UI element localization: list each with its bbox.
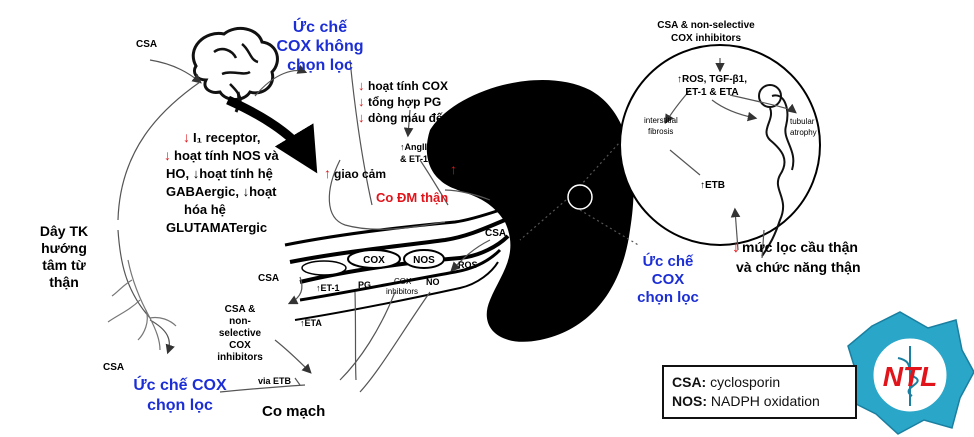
cox-inh-small-2: inhibitors xyxy=(386,287,418,296)
cox-sel-bottom-1: Ức chế COX xyxy=(133,375,227,394)
svg-text:↓: ↓ xyxy=(732,239,740,256)
nos-ellipse xyxy=(403,249,445,269)
svg-text:↑: ↑ xyxy=(450,161,457,177)
cox-nonsel-line3: chọn lọc xyxy=(287,57,353,74)
svg-text:↓: ↓ xyxy=(164,147,171,163)
csa-nonsel-5: inhibitors xyxy=(217,352,263,363)
csa-mid-label: CSA xyxy=(485,228,506,239)
neuro-effects: ↓ I₁ receptor, ↓ hoạt tính NOS và HO, ↓h… xyxy=(164,129,280,235)
cox-ellipse xyxy=(347,249,401,269)
neuro-line-2: hoạt tính NOS và xyxy=(174,148,280,163)
legend-row: CSA: cyclosporin xyxy=(672,373,847,392)
ros-tgf-2: ET-1 & ETA xyxy=(685,87,738,98)
up-eta-label: ↑ETA xyxy=(300,318,322,328)
csa-nonsel-2: non- xyxy=(229,316,251,327)
vagus-line-3: tâm từ xyxy=(42,257,86,273)
tubular-2: atrophy xyxy=(790,128,817,137)
csa-nonsel-4: COX xyxy=(229,340,251,351)
nephron-icon xyxy=(758,84,795,257)
logo-text: NTL xyxy=(883,361,937,392)
csa-nonsel-3: selective xyxy=(219,328,262,339)
right-header-1: CSA & non-selective xyxy=(657,20,755,31)
csa-left-label: CSA xyxy=(258,273,279,284)
vagus-line-2: hướng xyxy=(41,240,87,256)
legend-row: NOS: NADPH oxidation xyxy=(672,392,847,411)
csa-nerve-label: CSA xyxy=(103,362,124,373)
csa-nonsel-label: CSA & non- selective COX inhibitors xyxy=(217,304,263,363)
cox-nonsel-line2: COX không xyxy=(276,38,363,55)
neuro-line-5: hóa hệ xyxy=(184,202,226,217)
interstitial-1: interstitial xyxy=(644,116,678,125)
vagus-line-4: thận xyxy=(49,274,79,290)
no-label: NO xyxy=(426,277,440,287)
csa-nonsel-1: CSA & xyxy=(225,304,256,315)
nephron-zoom-circle xyxy=(619,44,821,246)
legend-key: NOS: xyxy=(672,393,707,409)
nos-small-label: NOS xyxy=(413,255,435,266)
vagus-label: Dây TK hướng tâm từ thận xyxy=(40,223,88,290)
renal-effect-2: tổng hợp PG xyxy=(368,95,441,109)
kidney-shape xyxy=(426,79,634,342)
gfr-line-2: và chức năng thận xyxy=(736,259,861,275)
legend-box: CSA: cyclosporin NOS: NADPH oxidation xyxy=(662,365,857,419)
ros-label: ROS xyxy=(458,260,478,270)
nerve-icon xyxy=(107,259,177,351)
ros-tgf-1: ↑ROS, TGF-β1, xyxy=(677,74,747,85)
cox-nonsel-line1: Ức chế xyxy=(293,17,347,36)
cox-sel-right-1: Ức chế xyxy=(643,252,694,270)
neuro-line-6: GLUTAMATergic xyxy=(166,220,267,235)
up-et1-label: ↑ET-1 xyxy=(316,283,340,293)
csa-top-label: CSA xyxy=(136,39,157,50)
vagus-line-1: Dây TK xyxy=(40,223,88,239)
right-arrows xyxy=(664,58,797,259)
cox-inh-small-1: COX xyxy=(394,277,412,286)
gfr-line-1: mức lọc cầu thận xyxy=(742,239,858,255)
logo-ntl: NTL xyxy=(847,311,974,435)
legend-value: NADPH oxidation xyxy=(710,393,820,409)
pg-label: PG xyxy=(358,280,371,290)
renal-effects: ↓ hoạt tính COX ↓ tổng hợp PG ↓ dòng máu… xyxy=(358,78,479,125)
svg-text:↓: ↓ xyxy=(183,129,190,145)
cox-sel-right-2: COX xyxy=(652,271,685,288)
cox-small-label: COX xyxy=(363,255,385,266)
cox-sel-right-3: chọn lọc xyxy=(637,289,699,306)
svg-text:↑: ↑ xyxy=(324,165,331,181)
cox-sel-bottom-2: chọn lọc xyxy=(147,397,213,414)
svg-text:↓: ↓ xyxy=(358,94,365,109)
svg-text:↓: ↓ xyxy=(358,78,365,93)
right-header-2: COX inhibitors xyxy=(671,33,741,44)
legend-value: cyclosporin xyxy=(710,374,781,390)
sympathetic-label: giao cảm xyxy=(334,167,386,181)
vasoconstriction-label: Co mạch xyxy=(262,403,325,420)
neuro-line-4: GABAergic, ↓hoạt xyxy=(166,184,277,199)
receptor-ellipse xyxy=(301,260,347,276)
et1-top-label: & ET-1 xyxy=(400,154,428,164)
neuro-line-1: I₁ receptor, xyxy=(193,130,261,145)
neuro-line-3: HO, ↓hoạt tính hệ xyxy=(166,166,273,181)
up-etb-label: ↑ETB xyxy=(700,180,725,191)
svg-text:↓: ↓ xyxy=(358,110,365,125)
angII-label: ↑AngII xyxy=(400,142,427,152)
interstitial-2: fibrosis xyxy=(648,127,673,136)
via-etb-label: via ETB xyxy=(258,376,292,386)
renin-label: bài tiết renin xyxy=(460,163,531,177)
big-arrow xyxy=(226,95,318,174)
legend-key: CSA: xyxy=(672,374,707,390)
tubular-1: tubular xyxy=(790,117,815,126)
kidney-zoom-circle xyxy=(567,184,593,210)
connectors xyxy=(117,59,641,393)
renal-effect-3: dòng máu đến thận xyxy=(368,111,479,125)
renal-artery-label: Co ĐM thận xyxy=(376,190,448,205)
renal-effect-1: hoạt tính COX xyxy=(368,79,448,93)
